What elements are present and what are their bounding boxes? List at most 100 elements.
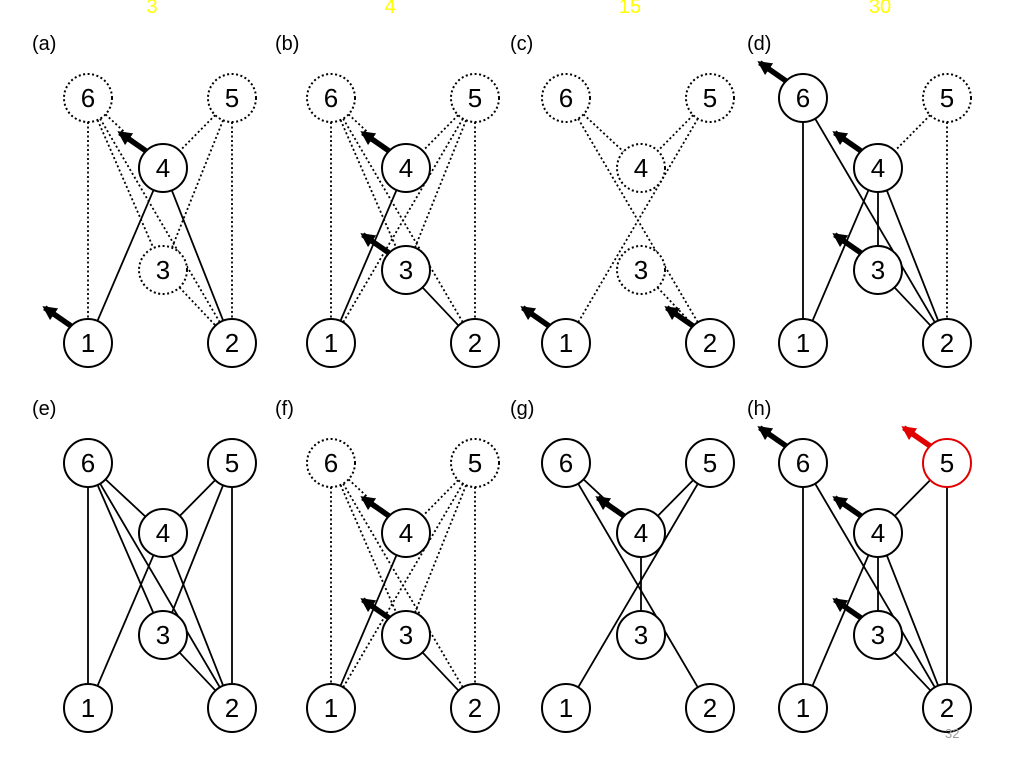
node-label: 3: [871, 620, 885, 650]
node-5: 5: [685, 73, 735, 123]
node-label: 6: [559, 83, 573, 113]
arrow-3: [832, 232, 863, 255]
node-label: 5: [225, 83, 239, 113]
node-label: 3: [156, 620, 170, 650]
node-label: 4: [156, 153, 170, 183]
node-4: 4: [616, 508, 666, 558]
node-label: 1: [324, 328, 338, 358]
node-6: 6: [778, 73, 828, 123]
arrow-1: [520, 305, 551, 328]
node-label: 1: [81, 328, 95, 358]
node-label: 5: [225, 448, 239, 478]
edge-3-2: [421, 651, 460, 692]
node-label: 6: [324, 448, 338, 478]
node-label: 2: [703, 328, 717, 358]
node-5: 5: [922, 438, 972, 488]
node-label: 5: [703, 448, 717, 478]
node-label: 5: [940, 448, 954, 478]
node-3: 3: [616, 245, 666, 295]
node-label: 5: [468, 83, 482, 113]
node-1: 1: [306, 683, 356, 733]
edge-3-2: [893, 651, 932, 692]
node-label: 2: [468, 693, 482, 723]
node-label: 4: [399, 153, 413, 183]
node-5: 5: [685, 438, 735, 488]
edge-5-4: [657, 479, 694, 517]
node-label: 1: [796, 693, 810, 723]
node-label: 4: [634, 153, 648, 183]
top-number: 30: [869, 0, 891, 18]
arrow-4: [360, 130, 391, 153]
node-3: 3: [381, 610, 431, 660]
node-5: 5: [207, 73, 257, 123]
node-6: 6: [306, 438, 356, 488]
node-label: 4: [634, 518, 648, 548]
node-4: 4: [138, 508, 188, 558]
node-4: 4: [853, 143, 903, 193]
node-1: 1: [63, 318, 113, 368]
node-6: 6: [541, 73, 591, 123]
arrow-6: [757, 425, 788, 448]
panel-label: (b): [275, 33, 299, 55]
node-5: 5: [450, 73, 500, 123]
node-5: 5: [922, 73, 972, 123]
graph-panel-b: (b) 6 5 4 3 1 2: [275, 33, 500, 368]
arrow-4: [117, 130, 148, 153]
edge-4-2: [170, 554, 225, 687]
panel-label: (g): [510, 398, 534, 420]
node-label: 4: [871, 153, 885, 183]
edge-4-1: [339, 189, 398, 322]
edge-6-3: [339, 484, 398, 614]
node-label: 3: [399, 255, 413, 285]
node-label: 6: [81, 83, 95, 113]
node-label: 3: [871, 255, 885, 285]
edge-5-3: [414, 484, 467, 614]
node-label: 4: [156, 518, 170, 548]
panel-label: (f): [275, 398, 294, 420]
node-6: 6: [63, 438, 113, 488]
edge-6-2: [814, 483, 936, 688]
panel-label: (d): [747, 33, 771, 55]
arrow-1: [42, 305, 73, 328]
edge-3-2: [893, 286, 932, 327]
edge-4-1: [811, 554, 870, 687]
node-3: 3: [138, 610, 188, 660]
edge-4-1: [96, 189, 155, 322]
edge-6-4: [582, 113, 625, 153]
node-label: 6: [81, 448, 95, 478]
node-label: 3: [634, 620, 648, 650]
edge-6-2: [99, 483, 221, 688]
edge-5-4: [894, 479, 931, 517]
node-label: 2: [225, 693, 239, 723]
arrow-6: [757, 60, 788, 83]
arrow-3: [832, 597, 863, 620]
edge-3-2: [178, 651, 217, 692]
edge-4-2: [885, 554, 940, 687]
edge-6-4: [104, 478, 147, 518]
node-3: 3: [138, 245, 188, 295]
node-label: 4: [871, 518, 885, 548]
arrow-5: [901, 425, 932, 448]
top-number: 3: [146, 0, 157, 18]
node-label: 2: [703, 693, 717, 723]
node-6: 6: [306, 73, 356, 123]
node-label: 3: [634, 255, 648, 285]
edge-5-1: [577, 118, 699, 323]
node-2: 2: [450, 318, 500, 368]
node-6: 6: [541, 438, 591, 488]
node-3: 3: [853, 245, 903, 295]
node-label: 4: [399, 518, 413, 548]
node-2: 2: [685, 683, 735, 733]
node-2: 2: [207, 683, 257, 733]
edge-6-2: [99, 118, 221, 323]
edge-4-1: [96, 554, 155, 687]
node-3: 3: [853, 610, 903, 660]
edge-6-3: [96, 119, 155, 249]
node-label: 1: [324, 693, 338, 723]
node-1: 1: [778, 683, 828, 733]
